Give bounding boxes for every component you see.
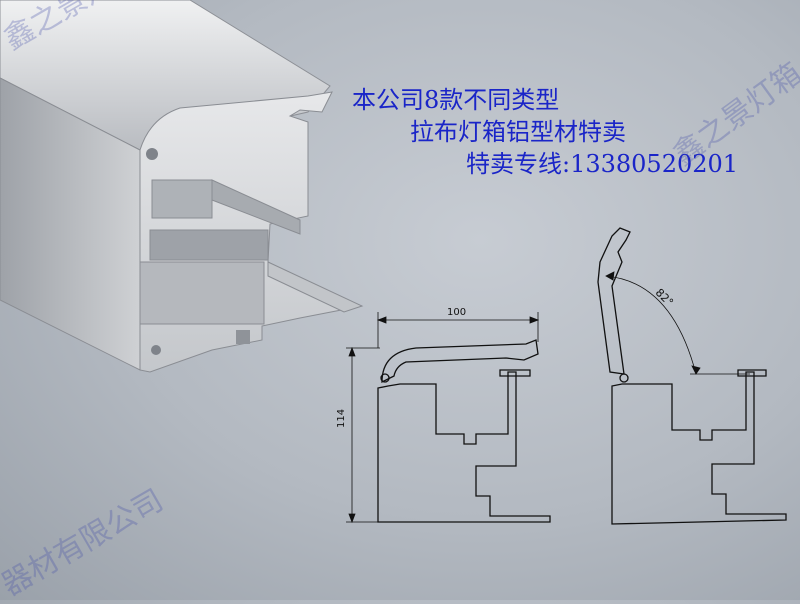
profile-drawing-open — [597, 227, 787, 525]
promo-headline: 本公司8款不同类型 — [352, 86, 560, 114]
promo-hotline: 特卖专线:13380520201 — [466, 150, 739, 178]
profile-drawing-front — [377, 339, 551, 523]
dimension-lines — [346, 312, 540, 524]
extrusion-3d-render — [0, 0, 364, 373]
height-dimension-label: 114 — [336, 408, 347, 428]
width-dimension-label: 100 — [447, 307, 467, 318]
promo-subheadline: 拉布灯箱铝型材特卖 — [410, 118, 626, 146]
angle-indicator — [605, 271, 750, 375]
